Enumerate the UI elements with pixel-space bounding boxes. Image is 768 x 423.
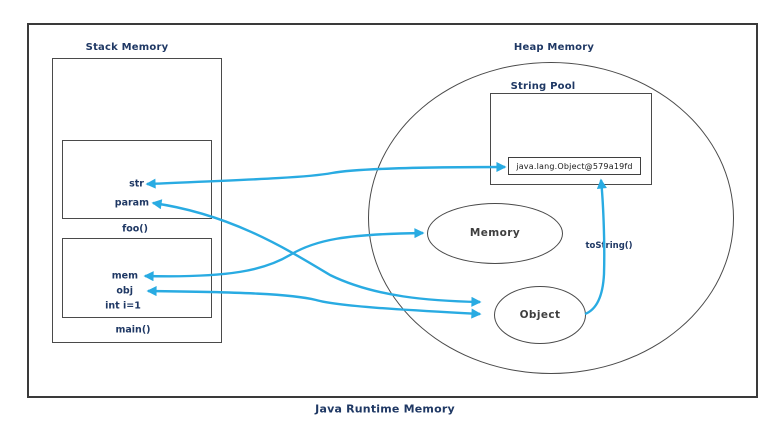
foo-frame-label: foo() [122,223,148,235]
string-object-value: java.lang.Object@579a19fd [516,161,633,171]
var-label-mem: mem [111,270,138,282]
stack-memory-title: Stack Memory [85,42,169,53]
var-label-param: param [114,197,149,209]
runtime-boundary-box [27,23,758,398]
memory-node-label: Memory [469,226,521,239]
var-label-int-i: int i=1 [105,300,141,312]
var-label-obj: obj [116,285,133,297]
string-pool-box [490,93,652,185]
object-node-label: Object [519,308,561,321]
tostring-method-label: toString() [585,240,633,251]
var-label-str: str [129,178,144,190]
heap-memory-title: Heap Memory [513,42,595,53]
main-frame-label: main() [115,324,151,336]
diagram-caption: Java Runtime Memory [315,402,455,416]
string-pool-title: String Pool [510,81,576,92]
string-object-box: java.lang.Object@579a19fd [508,157,641,175]
